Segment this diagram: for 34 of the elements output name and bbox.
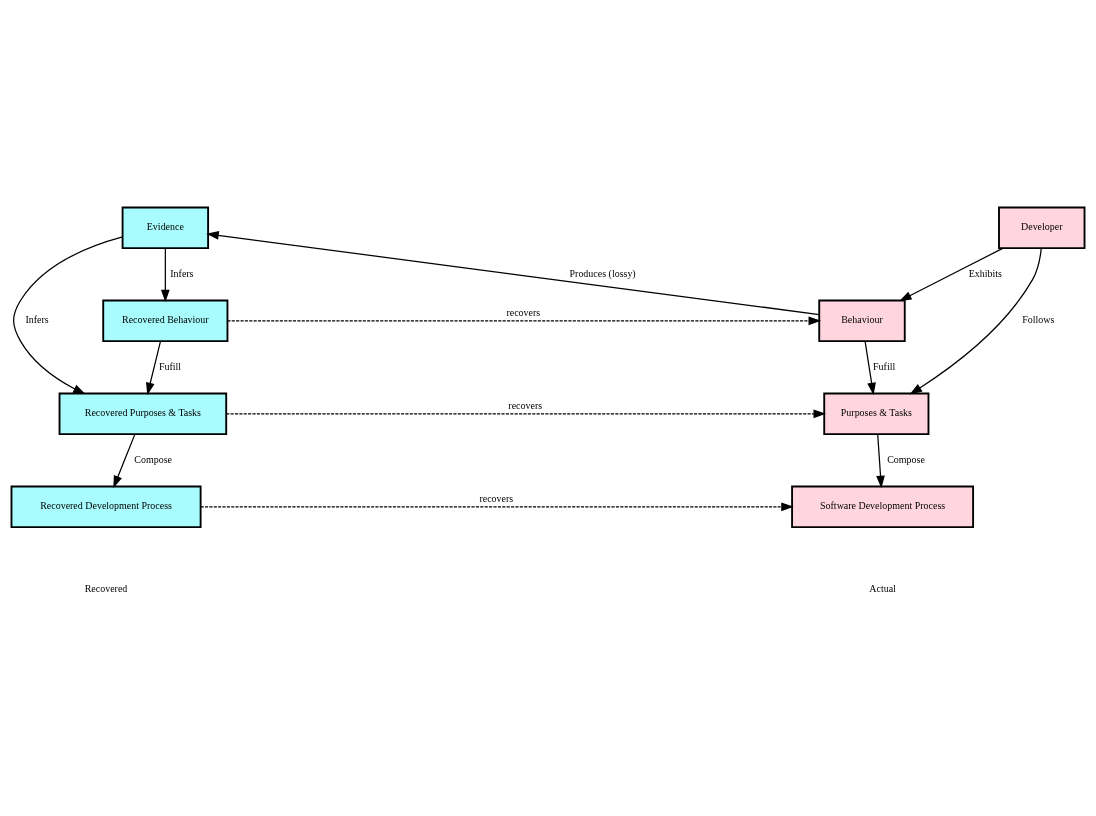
node-box: Developer: [998, 206, 1086, 249]
arrow: [909, 247, 1042, 394]
edge-label: Compose: [134, 453, 173, 465]
edge-label: Fufill: [873, 360, 896, 372]
edge-label: Produces (lossy): [569, 267, 636, 279]
arrow: [226, 315, 822, 325]
node-box: Recovered Behaviour: [102, 299, 229, 342]
arrow: [113, 433, 136, 488]
edge-label: Infers: [25, 313, 49, 325]
edge-label: Fufill: [158, 360, 182, 372]
edge-label: Exhibits: [968, 267, 1002, 279]
arrow: [876, 433, 885, 488]
arrow: [146, 340, 162, 395]
label: Actual: [869, 582, 896, 594]
node-box: Software Development Process: [791, 485, 975, 528]
arrow: [206, 230, 820, 315]
label: Recovered: [84, 582, 128, 594]
edge-label: Infers: [170, 267, 194, 279]
node-box: Recovered Purposes & Tasks: [58, 392, 228, 435]
node-box: Purposes & Tasks: [823, 392, 930, 435]
arrow: [225, 408, 827, 418]
arrow: [160, 246, 170, 302]
arrow: [864, 340, 876, 395]
edge-label: Follows: [1022, 313, 1055, 325]
edge-label: Compose: [887, 453, 925, 465]
edge-label: recovers: [506, 306, 541, 318]
edge-label: recovers: [508, 399, 543, 411]
node-box: Recovered Development Process: [10, 485, 202, 528]
arrow: [13, 235, 124, 394]
node-box: Evidence: [121, 206, 210, 249]
arrow: [899, 246, 1004, 301]
edge-label: recovers: [479, 492, 514, 504]
arrow: [200, 501, 794, 511]
node-box: Behaviour: [818, 299, 906, 342]
